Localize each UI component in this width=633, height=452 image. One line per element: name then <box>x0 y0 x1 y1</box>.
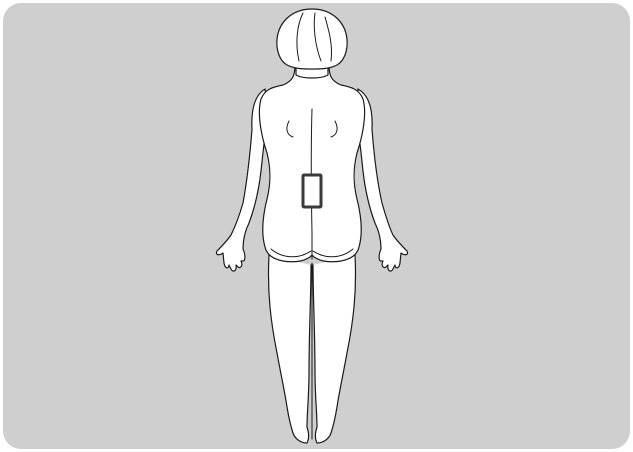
illustration-panel <box>3 3 630 449</box>
head <box>277 9 347 69</box>
lower-back-patch-marker <box>303 175 321 207</box>
body-figure-back-view <box>3 3 630 449</box>
